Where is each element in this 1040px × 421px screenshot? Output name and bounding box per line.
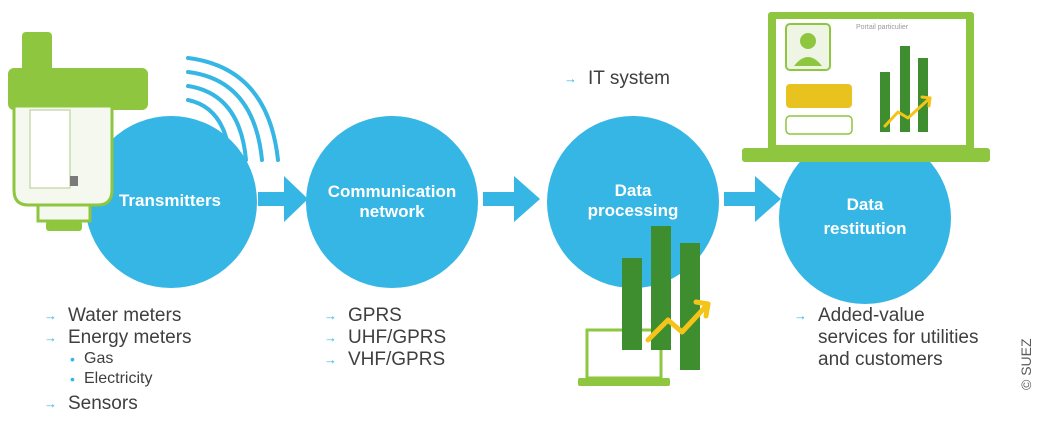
list-item: →GPRS: [324, 305, 402, 326]
bullet-arrow-icon: →: [44, 330, 57, 345]
list-item: →UHF/GPRS: [324, 327, 447, 348]
bullet-arrow-icon: →: [324, 352, 337, 367]
list-item: →Water meters: [44, 305, 182, 326]
list-item: →Sensors: [44, 393, 138, 414]
flow-arrow-2: [483, 176, 540, 222]
flow-arrow-1: [258, 176, 308, 222]
bullet-arrow-icon: →: [794, 308, 807, 323]
list-item: →VHF/GPRS: [324, 349, 446, 370]
portal-bar-chart: [880, 46, 928, 132]
list-item-continuation: and customers: [818, 349, 943, 370]
portal-bar-3: [918, 58, 928, 132]
processing-bar-3: [680, 243, 700, 370]
list-item: →Energy meters: [44, 327, 192, 348]
restitution-label: Data restitution: [805, 195, 925, 239]
sub-list-item: •Electricity: [70, 370, 153, 387]
network-label-line2: network: [359, 202, 425, 221]
sub-list-item: •Gas: [70, 350, 114, 367]
network-list: →GPRS →UHF/GPRS →VHF/GPRS: [320, 305, 446, 371]
it-system-item: →IT system: [564, 68, 670, 89]
restitution-label-line2: restitution: [823, 219, 907, 238]
bullet-arrow-icon: →: [564, 71, 577, 86]
network-label-line1: Communication: [327, 182, 457, 201]
portal-title: Portail particulier: [856, 24, 909, 31]
list-item-continuation: services for utilities: [818, 327, 979, 348]
bullet-arrow-icon: →: [44, 396, 57, 411]
processing-label-line2: processing: [587, 201, 679, 220]
it-system-list: →IT system: [560, 68, 670, 90]
list-item: →Added-value: [794, 305, 925, 326]
portal-bar-2: [900, 46, 910, 132]
copyright-notice: © SUEZ: [1018, 338, 1034, 390]
signal-waves-icon: [186, 56, 280, 162]
portal-laptop-icon: [742, 12, 990, 162]
portal-bar-1: [880, 72, 890, 132]
flow-arrow-3: [724, 176, 781, 222]
transmitters-list: →Water meters →Energy meters •Gas •Elect…: [40, 305, 192, 415]
network-circle: [306, 116, 478, 288]
network-label: Communication network: [322, 182, 462, 222]
portal-trend-arrow-icon: [883, 95, 932, 128]
processing-trend-arrow-icon: [645, 299, 711, 343]
bullet-arrow-icon: →: [324, 330, 337, 345]
water-meter-icon: [8, 32, 148, 231]
transmitters-label: Transmitters: [118, 191, 222, 210]
bullet-dot-icon: •: [70, 351, 75, 367]
restitution-circle: [779, 132, 951, 304]
transmitters-circle: [85, 116, 257, 288]
processing-label-line1: Data: [614, 181, 652, 200]
processing-bar-1: [622, 258, 642, 350]
restitution-label-line1: Data: [846, 195, 884, 214]
bullet-dot-icon: •: [70, 371, 75, 387]
bullet-arrow-icon: →: [324, 308, 337, 323]
processing-label: Data processing: [573, 181, 693, 221]
processing-circle: [547, 116, 719, 288]
restitution-list: →Added-value services for utilities and …: [790, 305, 979, 371]
bullet-arrow-icon: →: [44, 308, 57, 323]
